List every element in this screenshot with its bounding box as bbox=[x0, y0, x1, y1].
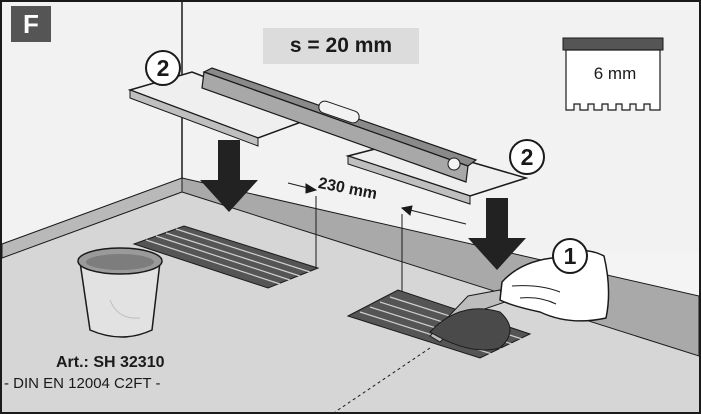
floor-guide-line bbox=[334, 347, 431, 413]
down-arrow-icon bbox=[200, 140, 526, 270]
bucket-icon bbox=[77, 247, 163, 338]
step-marker-level-left: 2 bbox=[145, 50, 181, 86]
hand-icon bbox=[429, 249, 610, 351]
step-badge: F bbox=[11, 6, 51, 42]
step-marker-trowel: 1 bbox=[552, 238, 588, 274]
step-marker-level-right: 2 bbox=[509, 139, 545, 175]
trowel-notch-label: 6 mm bbox=[593, 64, 637, 83]
adhesive-bed-left bbox=[132, 225, 320, 289]
article-number: Art.: SH 32310 bbox=[56, 354, 165, 371]
spirit-level-icon bbox=[201, 67, 478, 183]
spacing-dimension bbox=[287, 182, 467, 292]
spacing-title: s = 20 mm bbox=[263, 28, 419, 64]
standard-label: - DIN EN 12004 C2FT - bbox=[4, 375, 161, 392]
notched-trowel-icon bbox=[562, 37, 664, 111]
